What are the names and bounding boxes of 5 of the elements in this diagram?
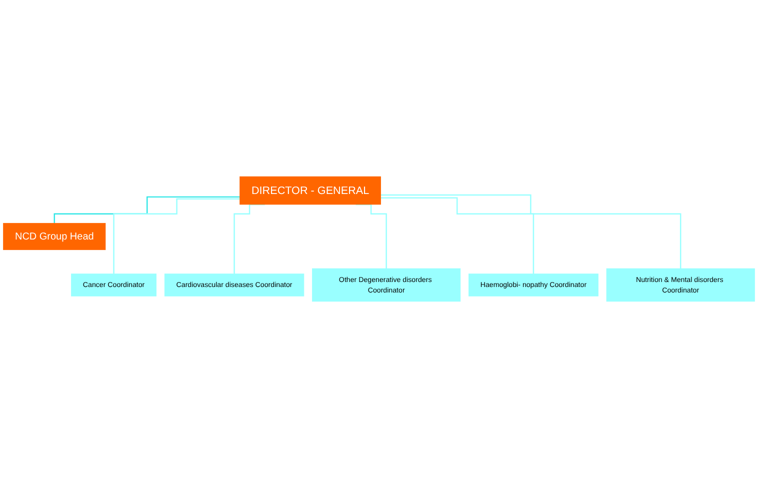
connector xyxy=(113,198,240,274)
connector xyxy=(380,194,682,270)
connector xyxy=(380,197,534,274)
node-box: DIRECTOR - GENERAL xyxy=(240,176,381,205)
node-box: NCD Group Head xyxy=(3,222,106,250)
